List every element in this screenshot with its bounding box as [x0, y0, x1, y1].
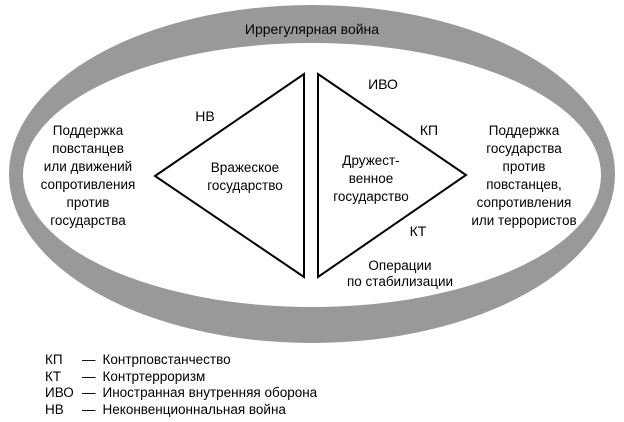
- legend-abbr: КТ: [45, 368, 62, 384]
- legend-dash: —: [82, 352, 96, 367]
- friendly-state-triangle: [317, 72, 468, 279]
- stabilization-ops-label: Операции по стабилизации: [346, 258, 454, 289]
- irregular-warfare-ring-inner: [23, 43, 601, 307]
- legend-item-ivo: ИВО — Иностранная внутренняя оборона: [45, 385, 317, 402]
- legend-item-nv: НВ — Неконвенционнальная война: [45, 402, 317, 419]
- edge-label-ivo: ИВО: [368, 76, 398, 92]
- legend-definition: Контртерроризм: [102, 368, 206, 384]
- legend-definition: Иностранная внутренняя оборона: [102, 385, 318, 400]
- legend-abbr: КП: [45, 352, 63, 367]
- legend-dash: —: [82, 385, 96, 400]
- legend-definition: Контрповстанчество: [102, 352, 231, 367]
- edge-label-kp: КП: [419, 122, 439, 138]
- legend-item-kt: КТ — Контртерроризм: [45, 369, 317, 386]
- right-support-text: Поддержка государства против повстанцев,…: [471, 123, 577, 228]
- legend-item-kp: КП — Контрповстанчество: [45, 352, 317, 369]
- legend-dash: —: [82, 401, 96, 417]
- left-support-text: Поддержка повстанцев или движений сопрот…: [40, 123, 136, 228]
- legend: КП — Контрповстанчество КТ — Контртеррор…: [45, 352, 317, 418]
- legend-dash: —: [82, 368, 96, 384]
- friendly-state-label: Дружест- венное государство: [333, 153, 409, 204]
- legend-abbr: НВ: [45, 401, 64, 417]
- enemy-state-label: Вражеское государство: [207, 160, 283, 193]
- enemy-state-triangle: [153, 72, 305, 279]
- legend-abbr: ИВО: [45, 385, 74, 400]
- legend-definition: Неконвенционнальная война: [102, 401, 286, 417]
- edge-label-kt: КТ: [409, 223, 427, 239]
- edge-label-nv: НВ: [195, 108, 215, 124]
- diagram-title: Иррегулярная война: [244, 21, 380, 37]
